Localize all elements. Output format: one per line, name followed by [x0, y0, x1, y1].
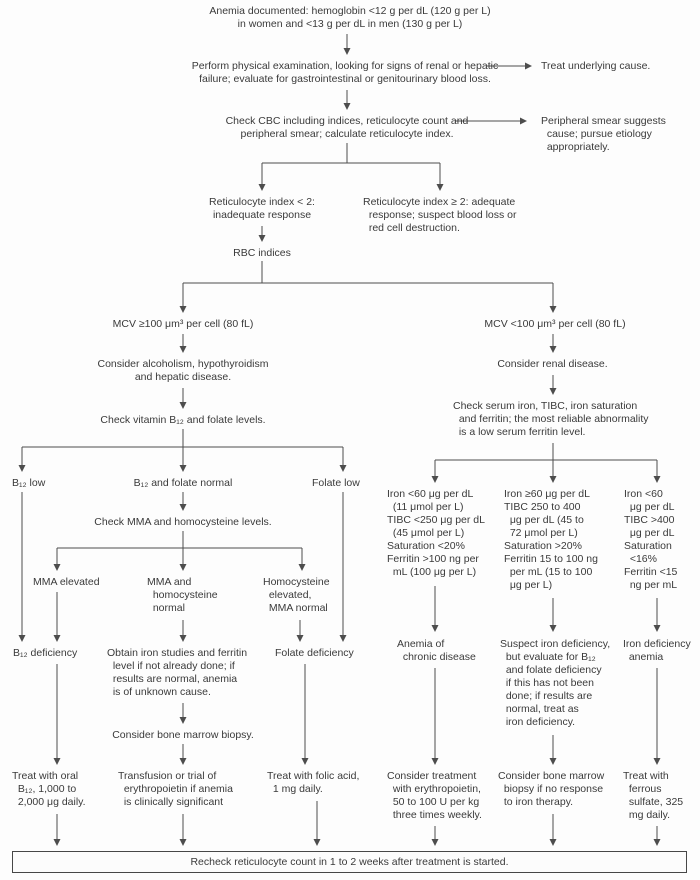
recheck-reticulocyte-box: Recheck reticulocyte count in 1 to 2 wee…: [12, 851, 687, 873]
node-retic-index-adequate: Reticulocyte index ≥ 2: adequate respons…: [363, 196, 517, 234]
node-treat-folic-acid: Treat with folic acid, 1 mg daily.: [267, 770, 360, 795]
node-check-b12-folate: Check vitamin B₁₂ and folate levels.: [100, 414, 266, 426]
node-mma-homocysteine-normal: MMA and homocysteine normal: [147, 576, 218, 614]
node-perform-physical: Perform physical examination, looking fo…: [191, 60, 499, 85]
node-consider-alcoholism: Consider alcoholism, hypothyroidism and …: [97, 358, 269, 383]
node-treat-underlying-cause: Treat underlying cause.: [541, 60, 651, 72]
node-suspect-iron-deficiency: Suspect iron deficiency, but evaluate fo…: [500, 638, 611, 728]
recheck-reticulocyte-label: Recheck reticulocyte count in 1 to 2 wee…: [190, 855, 509, 868]
node-treat-ferrous-sulfate: Treat with ferrous sulfate, 325 mg daily…: [623, 770, 684, 821]
node-treat-oral-b12: Treat with oral B₁₂, 1,000 to 2,000 μg d…: [12, 770, 86, 808]
node-homocysteine-elevated: Homocysteine elevated, MMA normal: [263, 576, 330, 614]
node-consider-renal: Consider renal disease.: [497, 358, 608, 370]
node-b12-folate-normal: B₁₂ and folate normal: [133, 477, 233, 489]
node-mma-elevated: MMA elevated: [33, 576, 100, 588]
node-check-cbc: Check CBC including indices, reticulocyt…: [225, 115, 469, 140]
node-iron-panel-deficiency: Iron <60 μg per dL TIBC >400 μg per dL S…: [624, 488, 678, 591]
node-mcv-high: MCV ≥100 μm³ per cell (80 fL): [112, 318, 254, 330]
node-peripheral-smear: Peripheral smear suggests cause; pursue …: [541, 115, 666, 153]
node-folate-low: Folate low: [312, 477, 360, 489]
node-folate-deficiency: Folate deficiency: [275, 647, 354, 659]
node-consider-bone-marrow-biopsy: Consider bone marrow biopsy.: [112, 729, 254, 741]
node-consider-erythropoietin: Consider treatment with erythropoietin, …: [387, 770, 482, 821]
node-rbc-indices: RBC indices: [233, 247, 291, 259]
node-transfusion-erythropoietin: Transfusion or trial of erythropoietin i…: [118, 770, 233, 808]
node-mcv-low: MCV <100 μm³ per cell (80 fL): [484, 318, 626, 330]
node-iron-panel-chronic-disease: Iron <60 μg per dL (11 μmol per L) TIBC …: [387, 488, 485, 578]
node-anemia-chronic-disease: Anemia of chronic disease: [397, 638, 476, 663]
node-check-mma: Check MMA and homocysteine levels.: [94, 516, 272, 528]
node-iron-deficiency-anemia: Iron deficiency anemia: [623, 638, 691, 663]
node-b12-deficiency: B₁₂ deficiency: [13, 647, 78, 659]
node-retic-index-low: Reticulocyte index < 2: inadequate respo…: [209, 196, 315, 221]
node-consider-biopsy-no-response: Consider bone marrow biopsy if no respon…: [498, 770, 605, 808]
node-check-serum-iron: Check serum iron, TIBC, iron saturation …: [453, 400, 649, 438]
node-obtain-iron-studies: Obtain iron studies and ferritin level i…: [107, 647, 248, 698]
node-b12-low: B₁₂ low: [12, 477, 46, 489]
node-iron-panel-mixed: Iron ≥60 μg per dL TIBC 250 to 400 μg pe…: [504, 488, 598, 591]
arrows: [18, 34, 661, 846]
node-anemia-documented: Anemia documented: hemoglobin <12 g per …: [209, 5, 491, 30]
